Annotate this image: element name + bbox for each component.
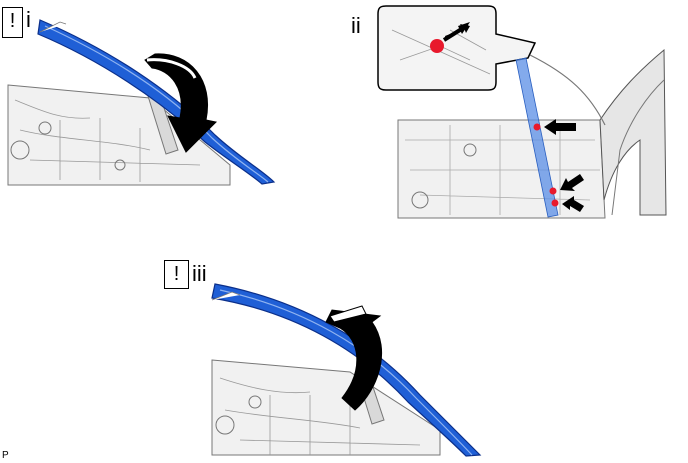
glass-run-i [37,19,276,185]
step-label-ii: ii [351,13,361,38]
curved-arrow-down-icon [144,53,218,153]
zoom-callout-ii [377,5,537,91]
body-pillar-ii [599,48,667,216]
pointer-arrow-1 [544,119,576,135]
door-inner-panel-iii [211,359,441,456]
clip-pin-3 [551,199,559,207]
glass-run-highlight-ii [515,57,559,218]
figure-id: P [2,450,9,461]
step-label-iii: iii [192,261,207,286]
warning-box-step-i: ! [2,7,23,38]
warning-box-step-iii: ! [164,260,189,289]
pointer-arrow-3 [562,196,584,212]
clip-pin-1 [533,123,541,131]
door-inner-panel-i [7,84,231,186]
clip-pin-zoom [430,39,444,53]
pointer-arrow-2 [560,174,584,191]
step-label-i: i [26,7,31,32]
glass-run-iii [211,283,482,457]
warning-mark-step-i: ! [9,10,16,32]
curved-arrow-up-icon [325,309,383,411]
warning-mark-step-iii: ! [173,263,180,285]
clip-pin-2 [549,187,557,195]
